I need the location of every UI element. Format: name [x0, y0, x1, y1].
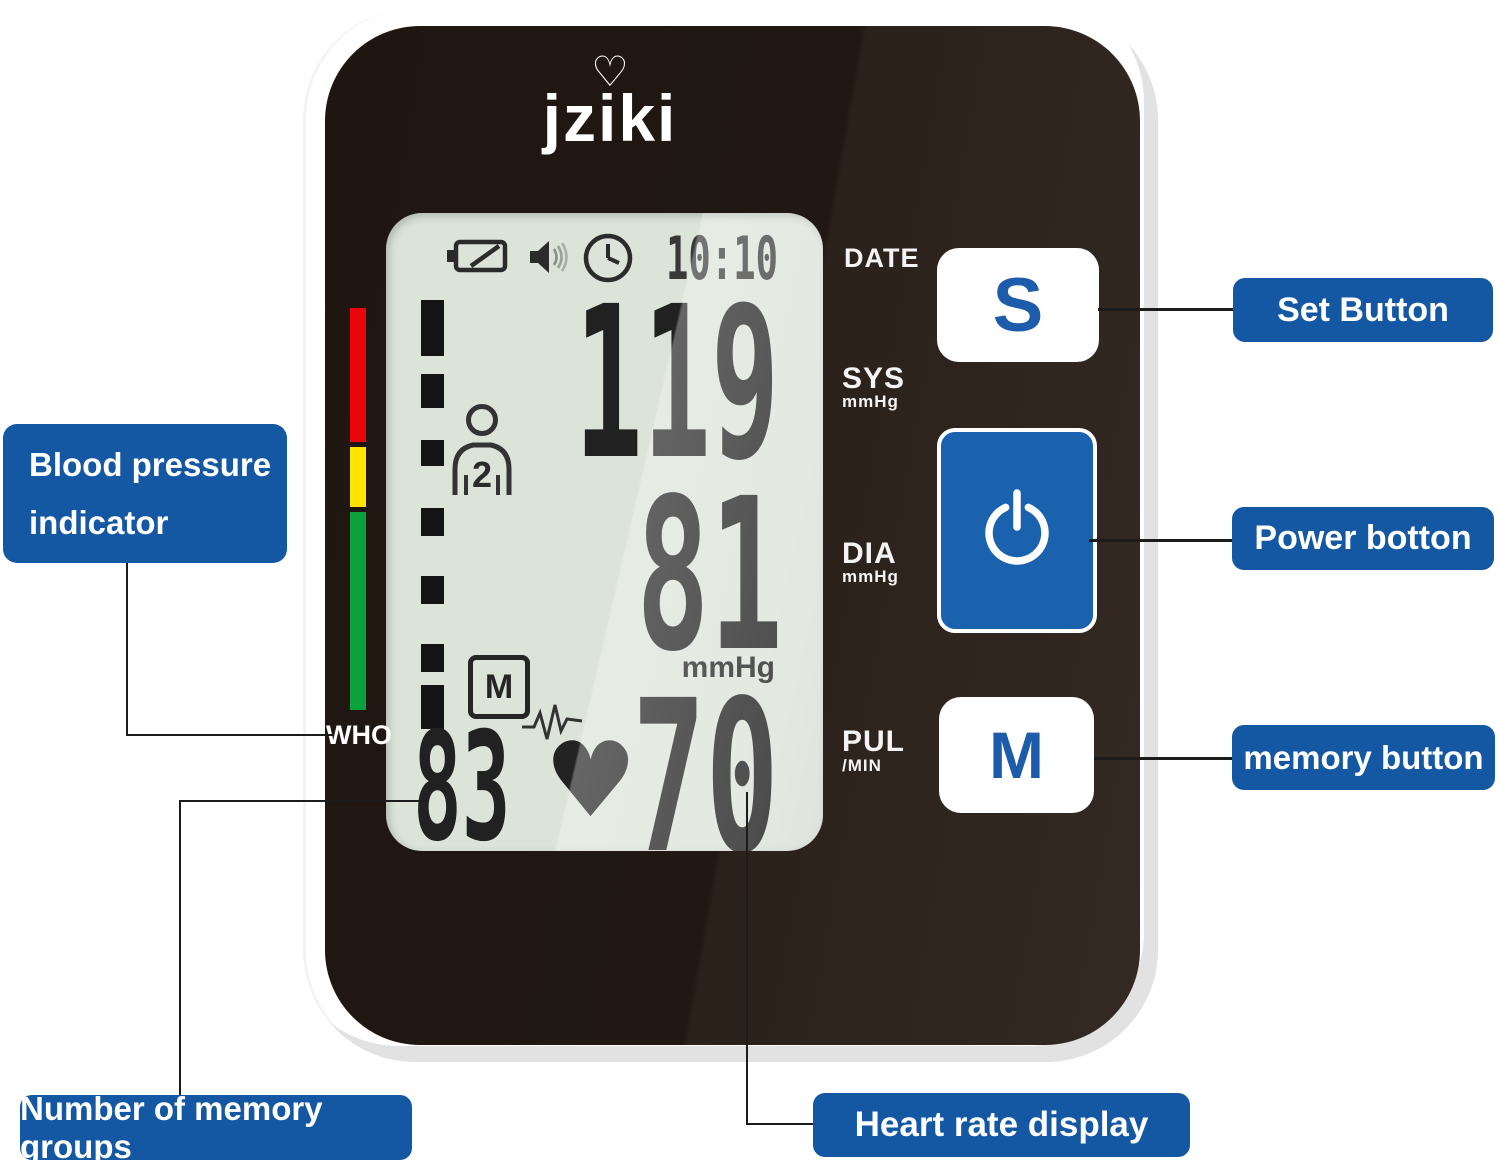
set-callout-line	[1098, 308, 1233, 311]
heart-rate-line-v	[746, 792, 748, 1125]
sys-label: SYS	[842, 362, 906, 395]
bp-bar-red	[350, 308, 366, 442]
memory-callout-line	[1094, 757, 1232, 760]
memory-segment-bar	[421, 685, 444, 729]
dia-label: DIA	[842, 537, 897, 570]
heartbeat-icon: ♥	[544, 719, 638, 841]
callout-memory-groups: Number of memory groups	[20, 1090, 412, 1165]
pul-unit-label: /MIN	[842, 756, 882, 775]
who-label: WHO	[326, 720, 392, 750]
clock-icon	[583, 233, 633, 283]
brand-name: jziki	[542, 81, 678, 155]
set-button[interactable]: S	[937, 248, 1099, 362]
blood-pressure-indicator-bar	[350, 308, 366, 715]
callout-memory-button: memory button	[1232, 725, 1495, 790]
bp-bar-green	[350, 512, 366, 710]
battery-icon	[447, 239, 508, 273]
memory-segment-bar	[421, 440, 444, 466]
lcd-unit-label: mmHg	[681, 651, 775, 684]
lcd-screen: 10:10 2 119 81 mmHg 70 83 M ♥	[386, 213, 823, 851]
power-icon	[985, 488, 1049, 565]
power-button[interactable]	[937, 428, 1097, 633]
memory-groups-line-h	[179, 800, 428, 802]
power-callout-line	[1089, 539, 1232, 542]
date-label: DATE	[844, 243, 920, 273]
ecg-icon	[522, 704, 583, 740]
bp-callout-line-v	[126, 563, 128, 736]
memory-groups-line-v	[179, 800, 181, 1096]
bp-callout-line-h	[126, 734, 334, 736]
callout-set-button: Set Button	[1233, 278, 1493, 342]
memory-segment-bar	[421, 300, 444, 356]
memory-mode-icon: M	[468, 655, 530, 719]
memory-segment-bar	[421, 508, 444, 536]
dia-value: 81	[636, 453, 783, 698]
logo-heart-icon: ♡	[591, 48, 629, 95]
pulse-value: 70	[632, 655, 779, 852]
callout-heart-rate: Heart rate display	[813, 1093, 1190, 1157]
speaker-icon	[530, 241, 568, 273]
svg-text:2: 2	[472, 454, 492, 495]
memory-button-label: M	[989, 718, 1044, 792]
memory-count-value: 83	[413, 701, 511, 851]
pul-label: PUL	[842, 725, 905, 758]
memory-segment-bar	[421, 644, 444, 672]
heart-rate-line-h	[746, 1123, 814, 1125]
user-icon: 2	[452, 404, 512, 495]
sys-value: 119	[574, 261, 779, 506]
set-button-label: S	[992, 262, 1044, 348]
callout-power-button: Power botton	[1232, 507, 1494, 570]
bp-bar-yellow	[350, 447, 366, 507]
memory-segment-bar	[421, 576, 444, 604]
time-display: 10:10	[666, 224, 778, 294]
sys-unit-label: mmHg	[842, 392, 899, 411]
dia-unit-label: mmHg	[842, 567, 899, 586]
brand-logo: ♡ jziki	[460, 48, 760, 155]
memory-segment-bar	[421, 374, 444, 408]
memory-button[interactable]: M	[939, 697, 1094, 813]
callout-blood-pressure-indicator: Blood pressure indicator	[3, 424, 287, 563]
